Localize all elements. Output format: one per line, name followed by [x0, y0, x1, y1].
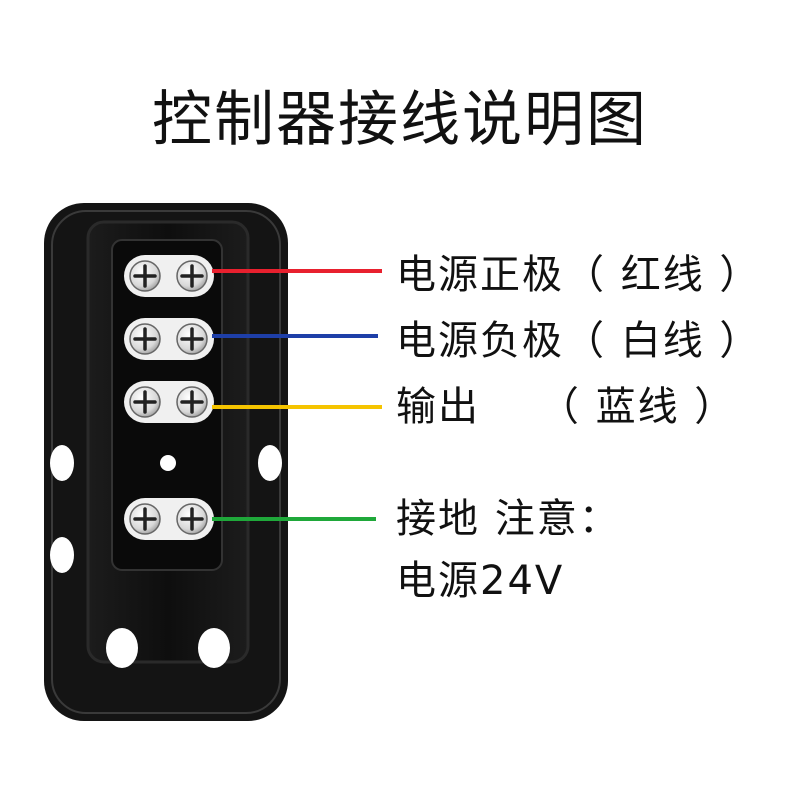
mount-hole-icon	[198, 628, 230, 668]
mount-hole-icon	[258, 445, 282, 481]
label-output: 输出 （ 蓝线 ）	[396, 384, 737, 430]
label-negative: 电源负极（ 白线 ）	[396, 318, 762, 364]
terminal-ground	[124, 498, 214, 540]
terminal-positive	[124, 255, 214, 297]
label-voltage-note: 电源24V	[396, 558, 565, 604]
label-ground: 接地 注意：	[396, 496, 621, 542]
terminal-output	[124, 381, 214, 423]
terminal-negative	[124, 318, 214, 360]
mount-hole-icon	[50, 445, 74, 481]
center-hole-icon	[160, 455, 176, 471]
diagram-title: 控制器接线说明图	[152, 85, 648, 155]
mount-hole-icon	[106, 628, 138, 668]
label-positive: 电源正极（ 红线 ）	[396, 252, 762, 298]
mount-hole-icon	[50, 537, 74, 573]
